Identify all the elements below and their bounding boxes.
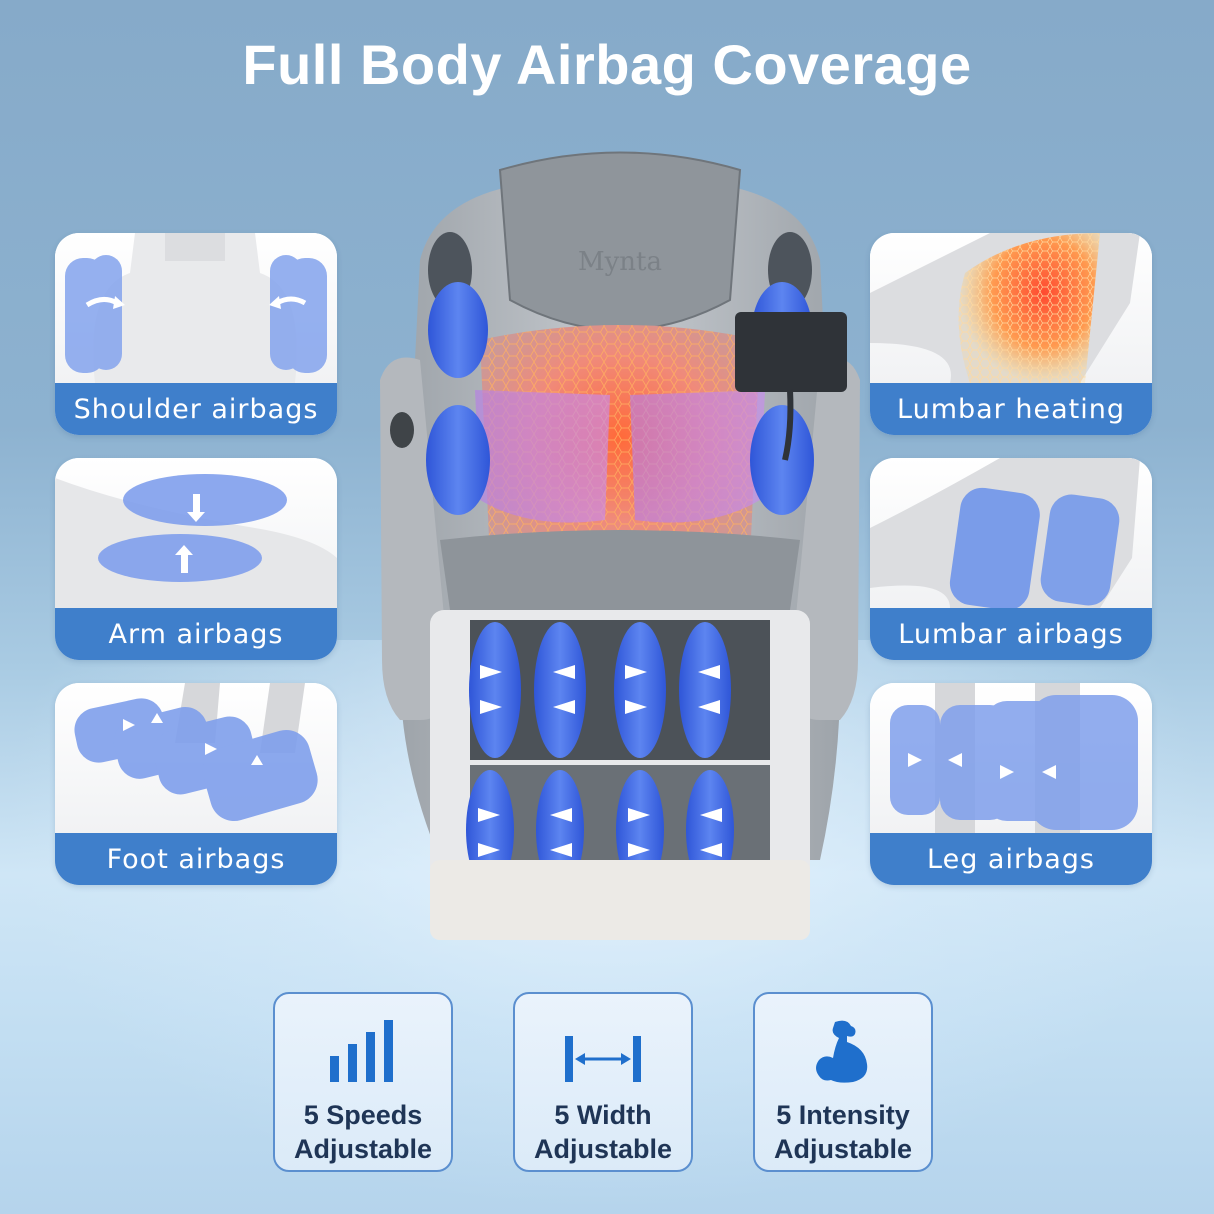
- feature-card-lumbar-heating: Lumbar heating: [870, 233, 1152, 435]
- shoulder-airbag-illustration: [55, 233, 337, 383]
- spec-title: 5 Intensity: [776, 1100, 910, 1130]
- spec-subtitle: Adjustable: [773, 1134, 913, 1164]
- feature-card-shoulder-airbags: Shoulder airbags: [55, 233, 337, 435]
- spec-card-intensity: 5 Intensity Adjustable: [753, 992, 933, 1172]
- page-title: Full Body Airbag Coverage: [242, 33, 972, 96]
- feature-card-leg-airbags: Leg airbags: [870, 683, 1152, 885]
- feature-card-arm-airbags: Arm airbags: [55, 458, 337, 660]
- leg-airbag-illustration: [870, 683, 1152, 833]
- feature-label: Arm airbags: [55, 608, 337, 660]
- spec-card-width: 5 Width Adjustable: [513, 992, 693, 1172]
- feature-card-foot-airbags: Foot airbags: [55, 683, 337, 885]
- spec-card-speeds: 5 Speeds Adjustable: [273, 992, 453, 1172]
- feature-label: Leg airbags: [870, 833, 1152, 885]
- massage-chair-illustration: Mynta: [380, 140, 860, 960]
- feature-label: Lumbar airbags: [870, 608, 1152, 660]
- feature-label: Foot airbags: [55, 833, 337, 885]
- flexed-arm-icon: [755, 1012, 931, 1084]
- foot-airbag-illustration: [55, 683, 337, 833]
- brand-emboss: Mynta: [578, 247, 662, 277]
- spec-title: 5 Speeds: [303, 1100, 423, 1130]
- feature-label: Shoulder airbags: [55, 383, 337, 435]
- lumbar-airbag-illustration: [870, 458, 1152, 608]
- arm-airbag-illustration: [55, 458, 337, 608]
- lumbar-heat-illustration: [870, 233, 1152, 383]
- feature-card-lumbar-airbags: Lumbar airbags: [870, 458, 1152, 660]
- remote-tablet: [735, 312, 847, 392]
- spec-subtitle: Adjustable: [293, 1134, 433, 1164]
- spec-subtitle: Adjustable: [533, 1134, 673, 1164]
- width-arrows-icon: [515, 1012, 691, 1084]
- spec-title: 5 Width: [554, 1100, 652, 1130]
- feature-label: Lumbar heating: [870, 383, 1152, 435]
- signal-bars-icon: [275, 1012, 451, 1084]
